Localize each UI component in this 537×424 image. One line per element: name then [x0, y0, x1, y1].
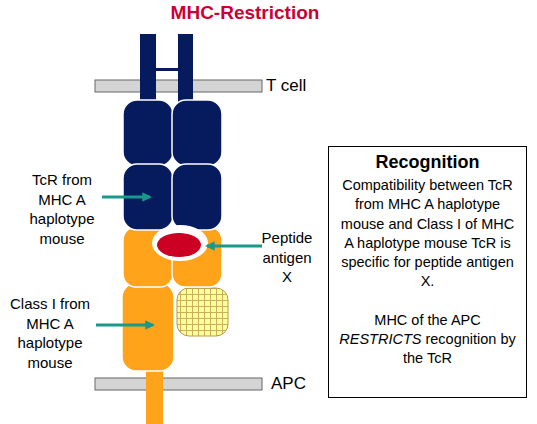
tcr-stalk	[140, 34, 156, 108]
membrane-label: T cell	[266, 75, 326, 97]
t-cell-receptor	[123, 34, 222, 230]
tcr-variable-domain	[172, 164, 222, 230]
callout-label: Class I from MHC A haplotype mouse	[3, 294, 97, 372]
callout-label: Peptide antigen X	[256, 228, 318, 287]
tcr-stalk	[178, 34, 193, 108]
alpha3-domain	[122, 283, 174, 371]
callout-label: TcR from MHC A haplotype mouse	[20, 170, 104, 248]
box-body: Compatibility between TcR from MHC A hap…	[335, 176, 520, 292]
leader-arrow	[207, 245, 262, 248]
title: MHC-Restriction	[140, 1, 350, 25]
leader-arrow	[102, 196, 150, 199]
beta2m-domain	[177, 288, 228, 336]
peptide-groove	[152, 225, 208, 261]
text-box: RecognitionCompatibility between TcR fro…	[328, 146, 527, 398]
tcr-constant-domain	[123, 100, 173, 166]
tcr-link	[156, 68, 178, 71]
box-heading: Recognition	[335, 151, 520, 173]
box-body: MHC of the APC RESTRICTS recognition by …	[335, 311, 520, 369]
membrane-label: APC	[271, 373, 331, 395]
peptide	[157, 233, 201, 257]
apc-membrane	[95, 378, 262, 390]
tcr-constant-domain	[172, 100, 222, 166]
leader-arrow	[96, 324, 153, 327]
